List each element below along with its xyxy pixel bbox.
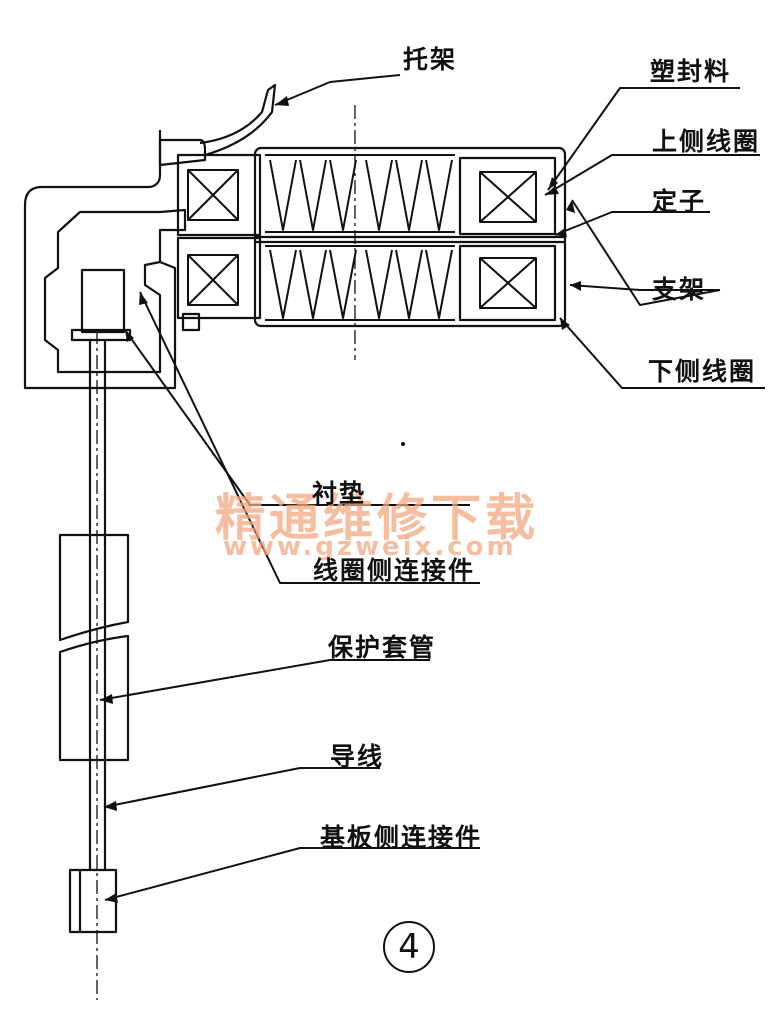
label-plastic-seal: 塑封料 [650, 57, 732, 86]
lower-stator-teeth [265, 245, 455, 321]
label-wire: 导线 [330, 742, 385, 771]
label-coil-connector: 线圈侧连接件 [313, 556, 476, 585]
label-stator: 定子 [652, 187, 707, 216]
left-coil-housing [176, 153, 262, 237]
right-lower-coil-housing [458, 244, 557, 322]
figure-number: 4 [383, 921, 435, 973]
leader-arrowheads [100, 96, 581, 903]
bracket-housing [23, 130, 187, 390]
watermark-title: 精通维修下载 [215, 489, 539, 547]
coil-symbols [187, 169, 537, 309]
watermark-url: www.gzweix.com [223, 532, 517, 562]
coil-connector-block [80, 268, 126, 334]
label-lower-coil: 下侧线圈 [648, 357, 757, 386]
bracket-clip [199, 83, 277, 157]
label-sleeve: 保护套管 [328, 633, 437, 662]
stray-dot [401, 442, 405, 446]
label-support: 支架 [652, 275, 707, 304]
screw [181, 312, 201, 332]
bracket-top-plate [158, 138, 207, 167]
leader-lines [99, 74, 765, 901]
board-connector [68, 868, 118, 934]
left-coil-housing-lower [176, 236, 262, 320]
protective-sleeve [58, 533, 130, 762]
label-board-connector: 基板侧连接件 [320, 823, 483, 852]
label-bracket-top: 托架 [403, 45, 458, 74]
right-upper-coil-housing [458, 156, 557, 236]
label-upper-coil: 上侧线圈 [652, 127, 761, 156]
label-gasket: 衬垫 [312, 479, 367, 508]
upper-stator-teeth [265, 154, 455, 233]
